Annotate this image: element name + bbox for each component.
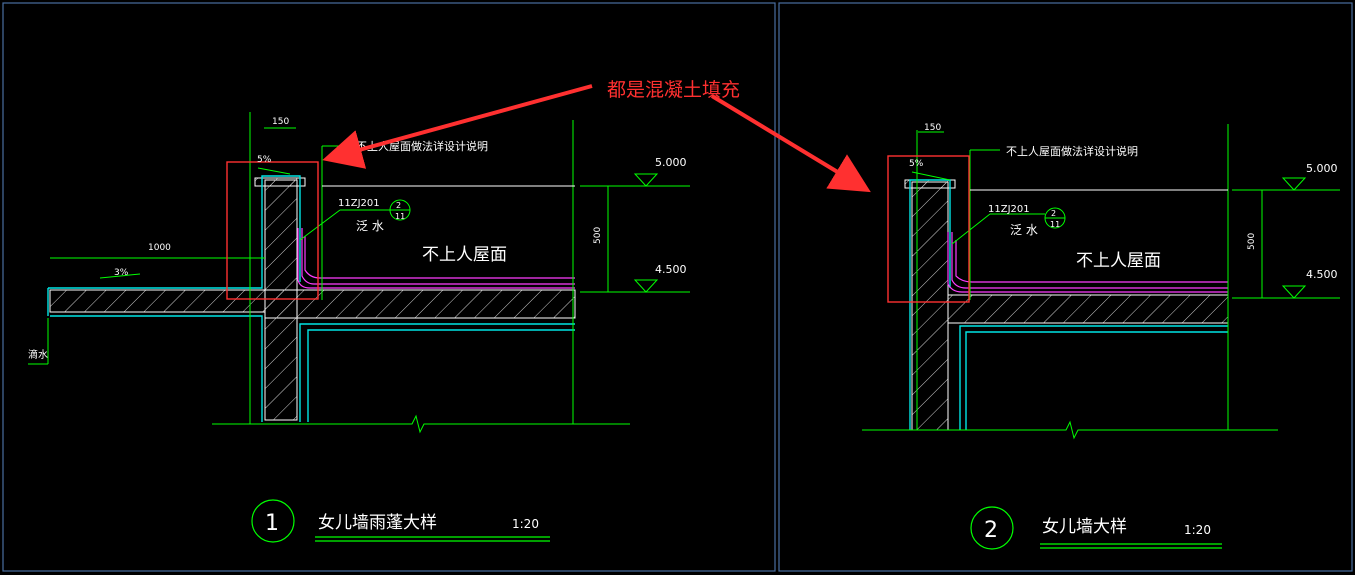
detail1-green-lines	[28, 112, 690, 434]
detail1-scale: 1:20	[512, 517, 539, 531]
detail1-title: 女儿墙雨蓬大样	[318, 513, 437, 533]
detail2-roof-label: 不上人屋面	[1076, 251, 1161, 271]
annotation-text: 都是混凝土填充	[607, 79, 740, 101]
detail2-elev-bottom: 4.500	[1306, 268, 1338, 281]
detail1-dim-width: 150	[272, 117, 289, 127]
detail1-canopy-slope: 3%	[114, 268, 129, 278]
detail2-slope-top: 5%	[909, 159, 924, 169]
detail2-highlight-box	[887, 155, 970, 303]
frame-right	[778, 2, 1353, 572]
detail1-canopy-dim: 1000	[148, 243, 171, 253]
detail2-outline	[909, 179, 1228, 430]
detail1-ref-code: 11ZJ201	[338, 198, 380, 209]
detail2-title-bubble	[970, 506, 1014, 550]
detail2-green-lines	[862, 124, 1340, 440]
detail1-ref-bubble-top: 2	[396, 201, 401, 210]
detail1-slope-top: 5%	[257, 155, 272, 165]
detail1-roof-label: 不上人屋面	[422, 245, 507, 265]
annotation: 都是混凝土填充	[322, 79, 871, 193]
detail1-drip-label: 滴水	[28, 348, 48, 361]
detail2-ref-code: 11ZJ201	[988, 204, 1030, 215]
detail2-ref-label: 泛 水	[1010, 223, 1038, 237]
detail-2[interactable]: 150 5% 不上人屋面做法详设计说明 11ZJ201 2 11 泛 水 不上人…	[862, 123, 1340, 550]
detail2-title-number: 2	[984, 518, 998, 543]
detail2-slab	[904, 179, 1229, 431]
detail-1[interactable]: 150 5% 不上人屋面做法详设计说明 11ZJ201 2 11 泛 水 不上人…	[28, 112, 690, 543]
annotation-arrow-right	[710, 94, 871, 193]
detail1-outline	[47, 175, 575, 422]
detail1-ref-bubble-bottom: 11	[395, 212, 405, 221]
detail1-slab	[49, 177, 576, 421]
frame-left	[2, 2, 776, 572]
detail2-dim-height: 500	[1247, 233, 1257, 250]
detail2-elev-top: 5.000	[1306, 162, 1338, 175]
detail2-membrane	[947, 232, 1228, 293]
detail1-membrane	[297, 228, 575, 289]
detail2-ref-bubble-top: 2	[1051, 209, 1056, 218]
detail2-note: 不上人屋面做法详设计说明	[1006, 144, 1138, 158]
detail2-ref-bubble-bottom: 11	[1050, 220, 1060, 229]
detail2-dim-width: 150	[924, 123, 941, 133]
detail1-highlight-box	[226, 161, 319, 300]
annotation-arrow-left	[322, 84, 593, 169]
detail1-title-bubble	[251, 499, 295, 543]
detail2-title: 女儿墙大样	[1042, 517, 1127, 537]
detail1-dim-height: 500	[593, 227, 603, 244]
detail2-scale: 1:20	[1184, 523, 1211, 537]
detail1-elev-bottom: 4.500	[655, 263, 687, 276]
detail1-title-number: 1	[265, 511, 279, 536]
detail1-elev-top: 5.000	[655, 156, 687, 169]
detail1-ref-label: 泛 水	[356, 219, 384, 233]
